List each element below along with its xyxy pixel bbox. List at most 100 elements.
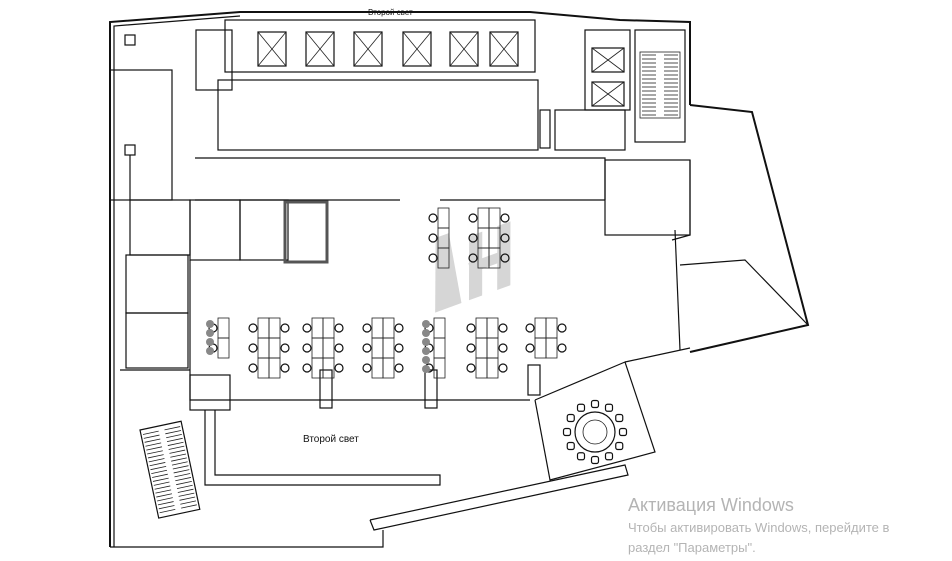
conference-chair bbox=[590, 455, 600, 465]
stair-step bbox=[180, 500, 197, 505]
chair bbox=[280, 323, 290, 333]
desk-cluster-cluster-2 bbox=[248, 317, 290, 379]
conference-chair bbox=[604, 403, 614, 412]
desk bbox=[371, 337, 384, 359]
stair-step bbox=[159, 509, 176, 514]
stair-step bbox=[152, 473, 168, 478]
stair-step bbox=[181, 504, 197, 509]
stair-step bbox=[171, 457, 187, 462]
chair bbox=[248, 363, 258, 373]
desk-clusters bbox=[206, 207, 567, 379]
stair-step bbox=[146, 446, 163, 451]
stair-step bbox=[178, 492, 195, 497]
desk bbox=[371, 317, 384, 339]
watermark-logo bbox=[435, 221, 511, 313]
desk-cluster-cluster-6 bbox=[466, 317, 508, 379]
plant bbox=[422, 365, 430, 373]
desk bbox=[257, 317, 270, 339]
plant bbox=[206, 320, 214, 328]
desk bbox=[257, 357, 270, 379]
stair-step bbox=[172, 465, 189, 470]
stair-step bbox=[169, 449, 186, 454]
desk bbox=[486, 337, 499, 359]
desk bbox=[268, 357, 281, 379]
desk bbox=[268, 317, 281, 339]
stair-step bbox=[176, 484, 193, 489]
outer-walls bbox=[109, 11, 810, 548]
chair bbox=[394, 343, 404, 353]
chair bbox=[302, 343, 312, 353]
chair bbox=[500, 233, 510, 243]
windows-activation-line1: Чтобы активировать Windows, перейдите в bbox=[628, 520, 890, 535]
elevator-shaft bbox=[402, 31, 432, 67]
conference-chair bbox=[615, 413, 624, 423]
stair-step bbox=[142, 430, 159, 435]
stair-step bbox=[179, 496, 196, 501]
chair bbox=[302, 363, 312, 373]
chair bbox=[500, 213, 510, 223]
desk bbox=[382, 357, 395, 379]
chair bbox=[362, 343, 372, 353]
desk-cluster-cluster-7 bbox=[525, 317, 567, 359]
conference-chair bbox=[615, 441, 624, 451]
chair bbox=[466, 343, 476, 353]
desk-cluster-cluster-5 bbox=[422, 317, 446, 379]
plant bbox=[206, 329, 214, 337]
desk bbox=[433, 357, 446, 379]
desk bbox=[437, 207, 450, 229]
plant bbox=[206, 338, 214, 346]
elevator-shaft bbox=[489, 31, 519, 67]
conference-chair bbox=[576, 403, 586, 412]
desk bbox=[545, 337, 558, 359]
chair bbox=[428, 253, 438, 263]
elevator-shaft bbox=[591, 47, 625, 73]
chair bbox=[302, 323, 312, 333]
stair-step bbox=[155, 489, 172, 494]
desk bbox=[475, 337, 488, 359]
desk bbox=[322, 317, 335, 339]
stair-step bbox=[165, 430, 182, 435]
chair bbox=[280, 363, 290, 373]
stair-step bbox=[143, 434, 160, 439]
stair-step bbox=[150, 465, 167, 471]
stair-step bbox=[158, 505, 175, 510]
desk bbox=[311, 317, 324, 339]
chair bbox=[468, 233, 478, 243]
desk bbox=[475, 357, 488, 379]
chair bbox=[428, 233, 438, 243]
chair bbox=[248, 343, 258, 353]
desk bbox=[545, 317, 558, 339]
chair bbox=[525, 323, 535, 333]
plant bbox=[422, 338, 430, 346]
chair bbox=[428, 213, 438, 223]
stair-step bbox=[174, 473, 191, 478]
stair-step bbox=[175, 477, 192, 482]
desk bbox=[382, 317, 395, 339]
desk bbox=[486, 317, 499, 339]
stair-step bbox=[156, 493, 173, 498]
stair-step bbox=[173, 469, 190, 474]
conference-chair bbox=[562, 427, 572, 437]
chair bbox=[394, 323, 404, 333]
desk bbox=[433, 337, 446, 359]
elevator-shaft bbox=[257, 31, 287, 67]
plant bbox=[422, 356, 430, 364]
desk bbox=[371, 357, 384, 379]
desk-cluster-cluster-1 bbox=[206, 317, 230, 359]
stair-step bbox=[176, 480, 192, 486]
chair bbox=[362, 363, 372, 373]
stair-step bbox=[145, 442, 162, 447]
open-office bbox=[120, 229, 809, 486]
stair-step bbox=[171, 461, 188, 466]
chair bbox=[557, 323, 567, 333]
label-second-light-center: Второй свет bbox=[303, 434, 359, 445]
chair bbox=[525, 343, 535, 353]
chair bbox=[557, 343, 567, 353]
desk bbox=[311, 337, 324, 359]
desk bbox=[322, 337, 335, 359]
chair bbox=[468, 213, 478, 223]
desk bbox=[382, 337, 395, 359]
conference-chair bbox=[590, 399, 600, 409]
conference-chair bbox=[566, 441, 575, 451]
